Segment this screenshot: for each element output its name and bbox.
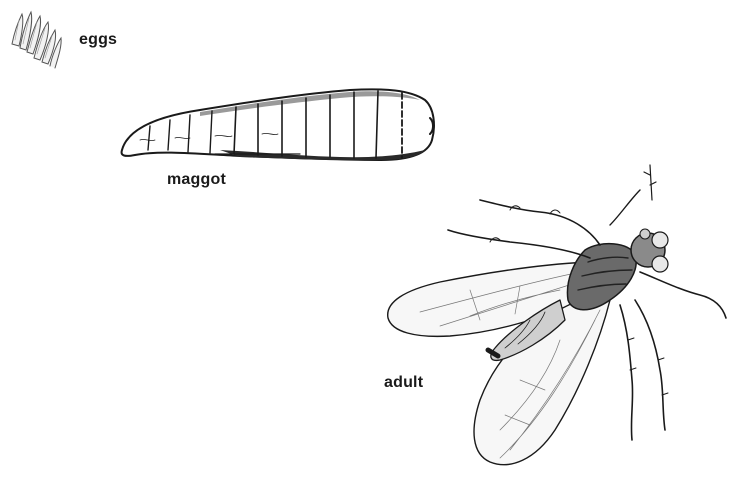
eggs-illustration (12, 12, 61, 68)
eggs-label: eggs (79, 31, 117, 49)
maggot-illustration (122, 89, 434, 160)
adult-fly-illustration (388, 165, 726, 465)
adult-label: adult (384, 374, 423, 392)
maggot-label: maggot (167, 171, 226, 189)
